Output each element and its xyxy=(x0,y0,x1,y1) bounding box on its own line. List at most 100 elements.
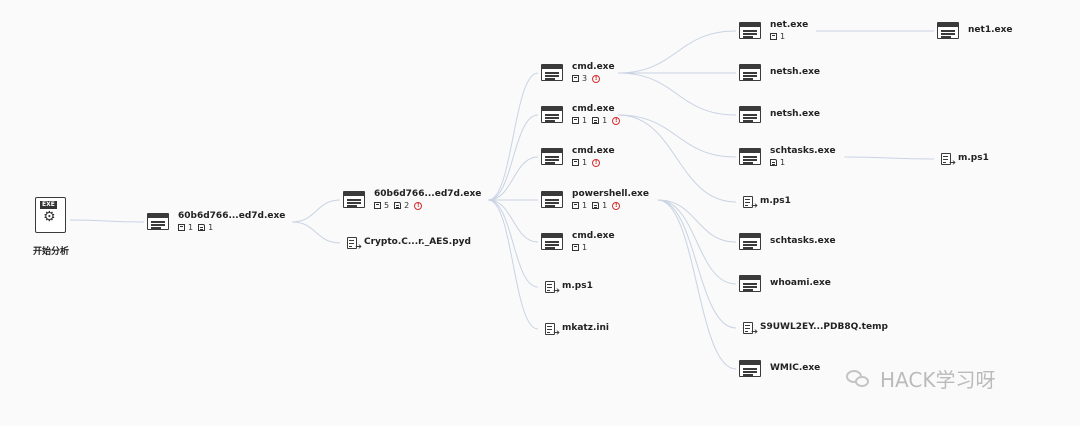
tree-edge xyxy=(292,199,341,223)
window-process-icon xyxy=(739,233,761,250)
node-stats: 1 xyxy=(770,32,790,41)
file-node[interactable]: ➔m.ps1 xyxy=(937,152,1080,168)
window-process-icon xyxy=(739,64,761,81)
process-node[interactable]: whoami.exe xyxy=(739,275,889,299)
process-count-value: 1 xyxy=(582,116,588,125)
file-count-value: 1 xyxy=(780,158,786,167)
node-label: mkatz.ini xyxy=(562,323,609,333)
file-node[interactable]: ➔S9UWL2EY...PDB8Q.temp xyxy=(739,321,889,337)
process-node[interactable]: cmd.exe 1 xyxy=(541,231,691,257)
warning-icon[interactable]: ! xyxy=(592,74,601,83)
node-label: Crypto.C...r._AES.pyd xyxy=(364,237,471,247)
child-process-count: 3 xyxy=(572,74,587,83)
process-count-icon xyxy=(374,202,381,209)
process-count-value: 1 xyxy=(582,243,588,252)
file-node[interactable]: ➔Crypto.C...r._AES.pyd xyxy=(343,236,493,252)
file-node[interactable]: ➔m.ps1 xyxy=(541,280,691,296)
window-process-icon xyxy=(541,148,563,165)
process-node[interactable]: schtasks.exe xyxy=(739,233,889,257)
watermark-text: HACK学习呀 xyxy=(880,368,996,392)
node-label: netsh.exe xyxy=(770,109,821,119)
node-label: cmd.exe xyxy=(572,146,615,156)
child-process-count: 1 xyxy=(572,243,587,252)
root-label: 开始分析 xyxy=(33,247,70,257)
process-count-icon xyxy=(572,159,579,166)
process-count-icon xyxy=(770,33,777,40)
node-label: S9UWL2EY...PDB8Q.temp xyxy=(760,322,888,332)
watermark: HACK学习呀 xyxy=(846,364,995,393)
file-icon: ➔ xyxy=(941,153,956,167)
node-label: whoami.exe xyxy=(770,278,831,288)
process-node[interactable]: netsh.exe xyxy=(739,106,889,130)
window-process-icon xyxy=(937,22,959,39)
window-process-icon xyxy=(147,213,169,230)
wechat-icon xyxy=(846,368,872,390)
file-icon: ➔ xyxy=(347,237,362,251)
process-count-value: 3 xyxy=(582,74,588,83)
process-node[interactable]: netsh.exe xyxy=(739,64,889,88)
window-process-icon xyxy=(739,106,761,123)
window-process-icon xyxy=(739,360,761,377)
exe-file-icon: EXE ⚙ xyxy=(35,197,66,233)
window-process-icon xyxy=(541,64,563,81)
node-label: WMIC.exe xyxy=(770,363,821,373)
tree-edge xyxy=(488,199,539,330)
file-icon: ➔ xyxy=(545,281,560,295)
file-count-icon xyxy=(394,202,402,209)
process-count-value: 1 xyxy=(780,32,786,41)
node-label: m.ps1 xyxy=(562,281,593,291)
file-count-icon xyxy=(592,117,600,124)
file-icon: ➔ xyxy=(743,196,758,210)
tree-edge xyxy=(69,219,145,223)
file-icon: ➔ xyxy=(743,322,758,336)
file-count: 1 xyxy=(770,158,785,167)
file-count: 1 xyxy=(198,223,213,232)
node-stats: 5 2! xyxy=(374,201,423,210)
file-count-value: 1 xyxy=(602,201,608,210)
process-node[interactable]: cmd.exe 3! xyxy=(541,62,691,88)
file-count: 1 xyxy=(592,116,607,125)
process-count-value: 5 xyxy=(384,201,390,210)
file-count-value: 2 xyxy=(404,201,410,210)
node-label: schtasks.exe xyxy=(770,236,836,246)
process-node[interactable]: WMIC.exe xyxy=(739,360,889,384)
window-process-icon xyxy=(541,191,563,208)
file-count: 2 xyxy=(394,201,409,210)
tree-edge xyxy=(657,199,737,329)
file-count-icon xyxy=(198,224,206,231)
process-count-value: 1 xyxy=(188,223,194,232)
warning-icon[interactable]: ! xyxy=(414,201,423,210)
window-process-icon xyxy=(739,148,761,165)
child-process-count: 1 xyxy=(178,223,193,232)
process-count-value: 1 xyxy=(582,201,588,210)
window-process-icon xyxy=(739,275,761,292)
file-count-icon xyxy=(592,202,600,209)
warning-icon[interactable]: ! xyxy=(592,158,601,167)
process-count-icon xyxy=(572,244,579,251)
node-label: cmd.exe xyxy=(572,231,615,241)
node-label: net1.exe xyxy=(968,25,1013,35)
warning-icon[interactable]: ! xyxy=(612,201,621,210)
process-node[interactable]: net1.exe xyxy=(937,22,1080,46)
file-count-icon xyxy=(770,159,777,166)
tree-edge xyxy=(292,221,341,244)
file-icon: ➔ xyxy=(545,323,560,337)
child-process-count: 1 xyxy=(770,32,785,41)
file-node[interactable]: ➔m.ps1 xyxy=(739,195,889,211)
process-count-icon xyxy=(572,75,579,82)
file-node[interactable]: ➔mkatz.ini xyxy=(541,322,691,338)
child-process-count: 1 xyxy=(572,201,587,210)
tree-edge xyxy=(488,114,539,201)
warning-icon[interactable]: ! xyxy=(612,116,621,125)
process-node[interactable]: schtasks.exe 1 xyxy=(739,146,889,172)
node-label: cmd.exe xyxy=(572,62,615,72)
node-label: schtasks.exe xyxy=(770,146,836,156)
node-label: 60b6d766...ed7d.exe xyxy=(178,211,286,221)
